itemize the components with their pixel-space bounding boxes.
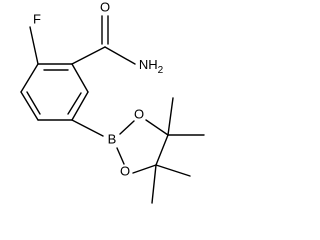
structure-canvas: F O NH2 B O O bbox=[20, 0, 205, 204]
atom-amide-oxygen: O bbox=[100, 0, 110, 14]
bond-ring-6 bbox=[20, 63, 39, 93]
subscript-2: 2 bbox=[158, 65, 164, 76]
bond-c-c-dioxaborolane bbox=[155, 134, 169, 166]
bond-ring-double-2 bbox=[67, 92, 82, 115]
bond-o-c-lower bbox=[132, 164, 157, 174]
bond-ring-2 bbox=[71, 63, 89, 93]
bond-ring-5 bbox=[20, 91, 39, 121]
bond-methyl-3 bbox=[155, 164, 191, 177]
bond-b-o-lower bbox=[116, 147, 125, 165]
bond-ring-double-3 bbox=[26, 91, 41, 115]
bond-c-f bbox=[29, 26, 39, 65]
atom-amide-nitrogen: NH2 bbox=[139, 57, 164, 75]
bond-o-c-upper bbox=[145, 119, 169, 136]
bond-ring-carbonyl bbox=[71, 46, 106, 65]
bond-ring-b bbox=[71, 119, 104, 137]
bond-ring-3 bbox=[71, 91, 89, 121]
atom-ring-oxygen-lower: O bbox=[120, 163, 130, 178]
bond-c-n bbox=[104, 46, 136, 65]
atom-ring-oxygen-upper: O bbox=[134, 106, 144, 121]
bond-methyl-1 bbox=[167, 97, 174, 136]
atom-boron: B bbox=[108, 131, 117, 146]
molecule-structure: F O NH2 B O O bbox=[20, 0, 205, 204]
atom-fluorine: F bbox=[33, 11, 41, 26]
bond-b-o-upper bbox=[119, 120, 135, 135]
benzene-ring bbox=[20, 63, 89, 121]
bond-methyl-4 bbox=[151, 164, 157, 204]
